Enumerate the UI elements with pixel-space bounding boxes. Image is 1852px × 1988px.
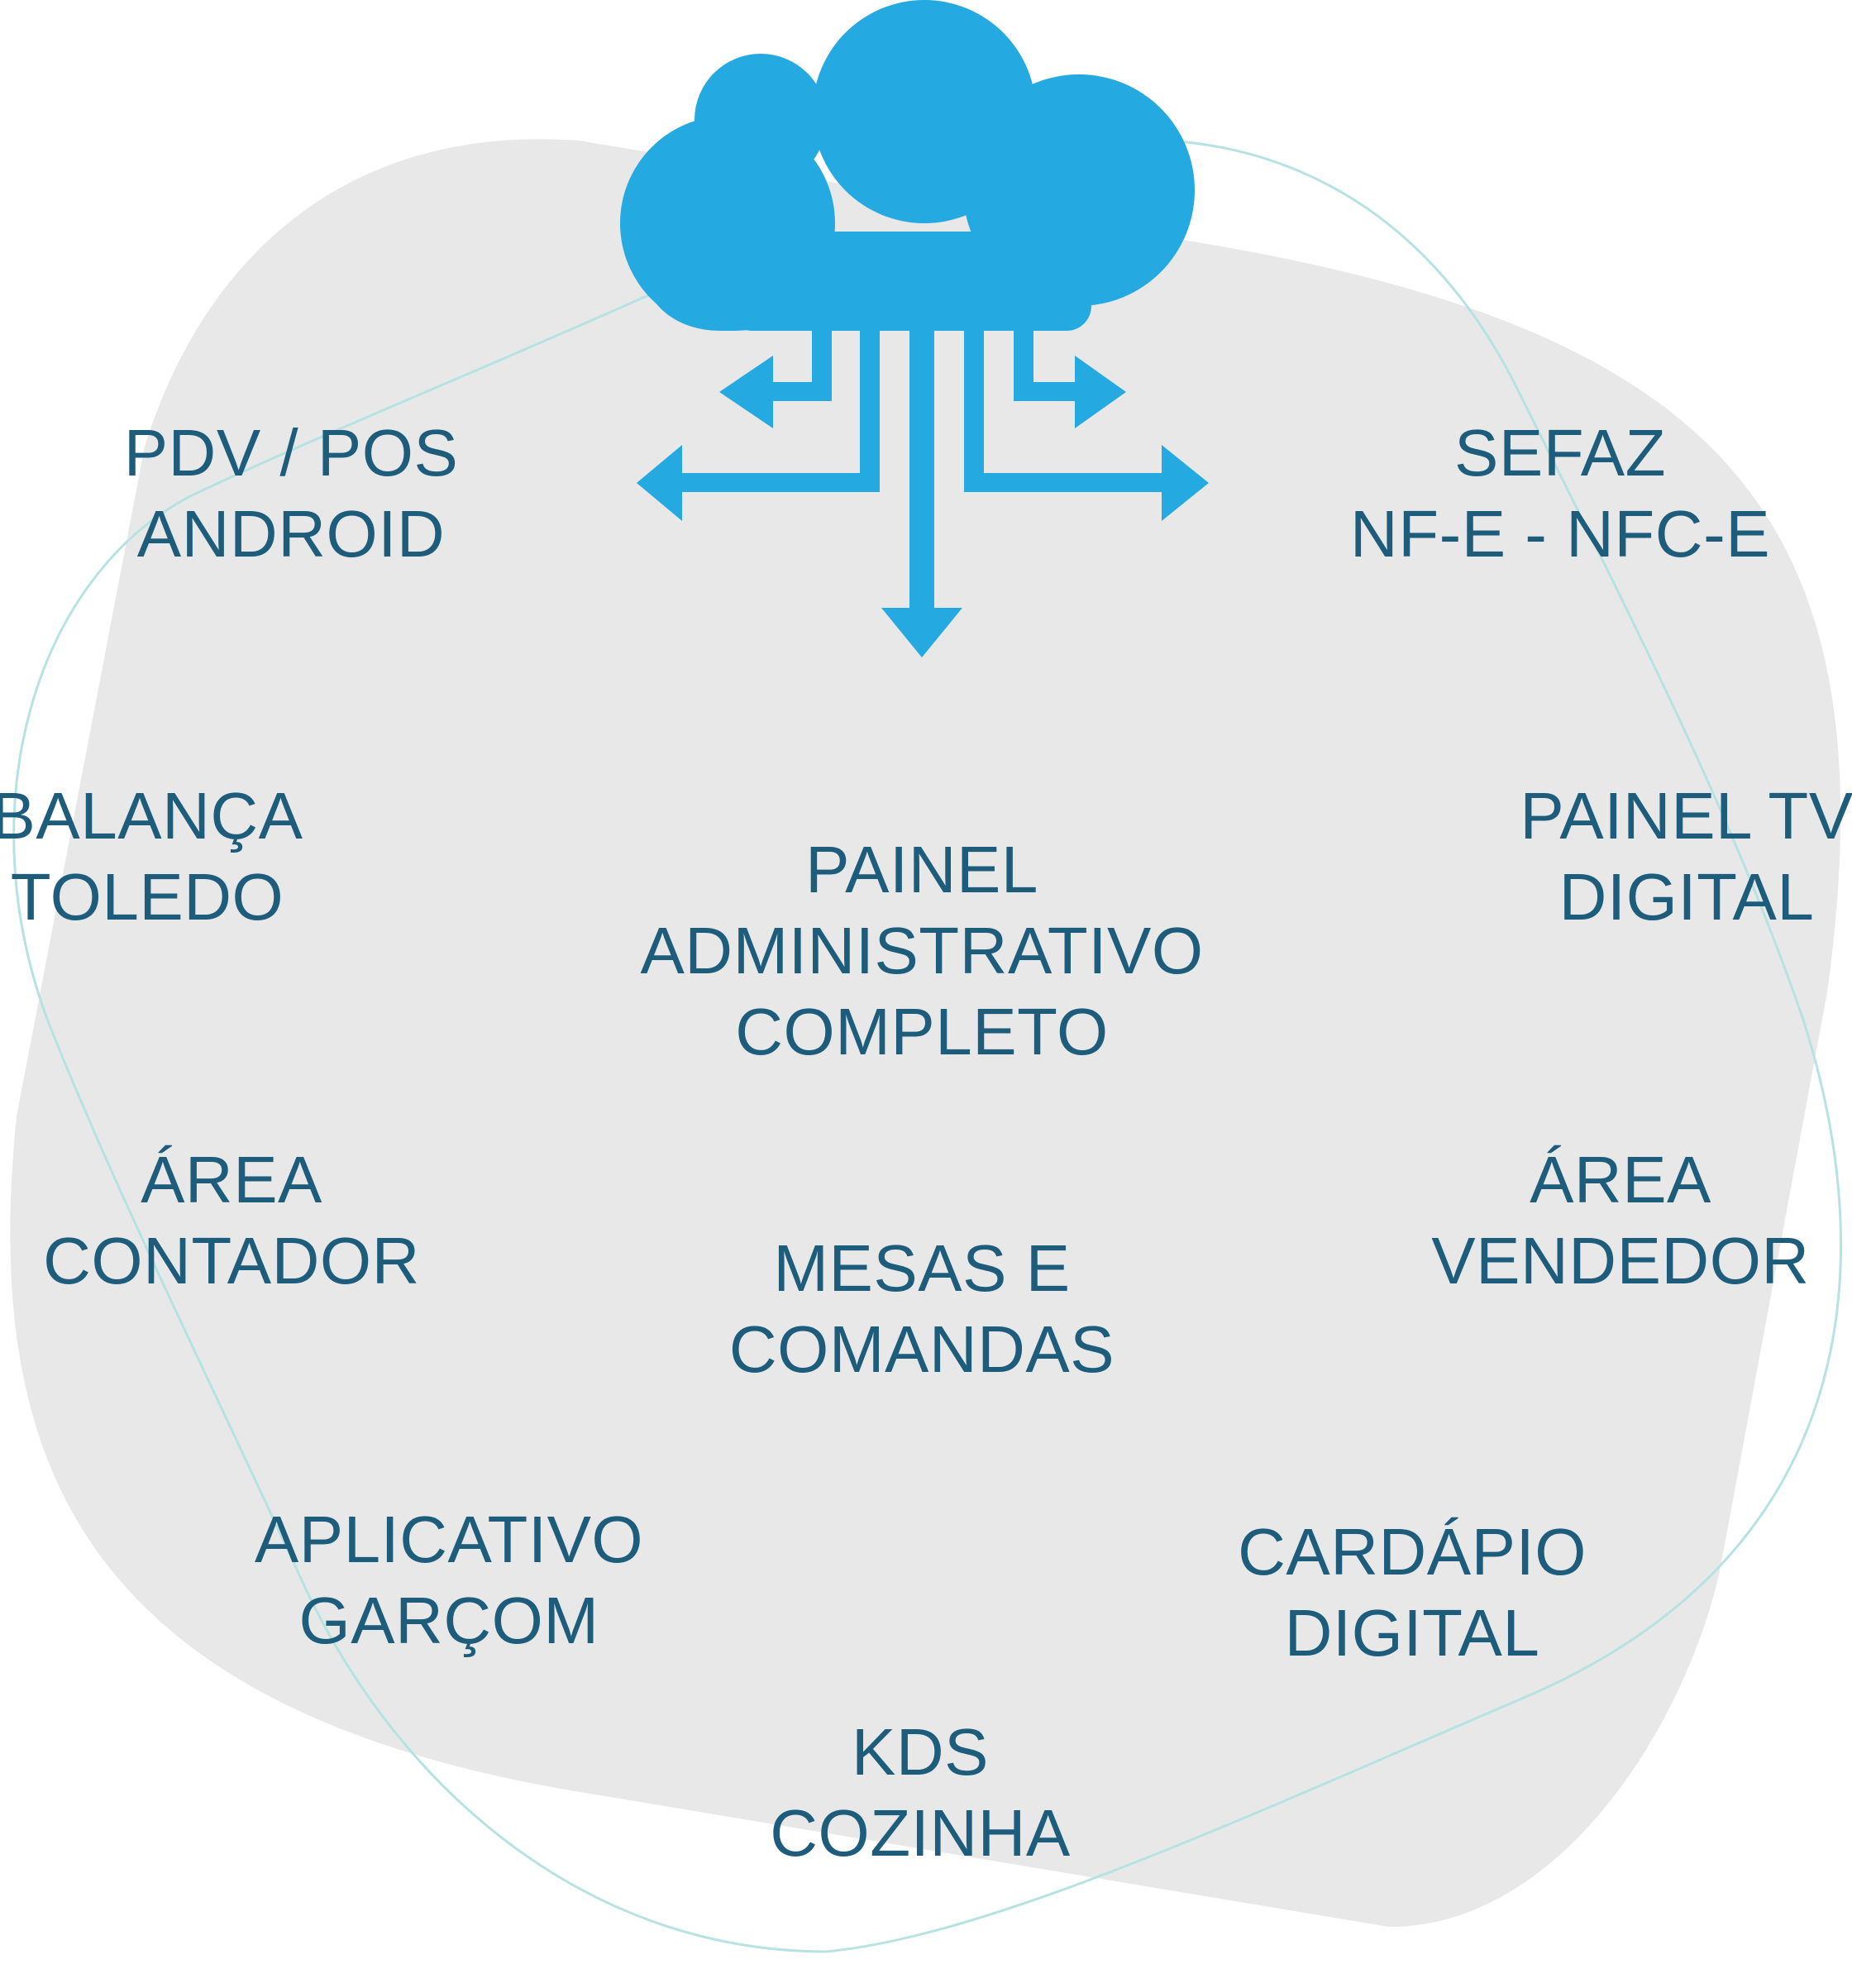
node-label-line: VENDEDOR (1431, 1224, 1810, 1297)
node-label-line: KDS (852, 1715, 989, 1789)
node-painel-tv-digital: PAINEL TV DIGITAL (1520, 776, 1852, 938)
node-label-line: SEFAZ (1454, 416, 1666, 490)
node-kds-cozinha: KDS COZINHA (770, 1712, 1071, 1874)
node-label-line: ANDROID (136, 497, 446, 571)
node-label-line: PDV / POS (123, 416, 459, 490)
node-label-line: COMANDAS (728, 1312, 1115, 1386)
node-label-line: CONTADOR (43, 1224, 420, 1297)
node-label-line: PAINEL TV (1520, 779, 1852, 853)
node-mesas-comandas: MESAS E COMANDAS (729, 1228, 1115, 1390)
node-balanca-toledo: BALANÇA TOLEDO (0, 776, 303, 938)
node-label-line: COMPLETO (735, 995, 1109, 1068)
node-label-line: NF-E - NFC-E (1349, 497, 1771, 571)
background-blob (10, 139, 1841, 1927)
node-sefaz: SEFAZ NF-E - NFC-E (1350, 413, 1770, 575)
node-label-line: MESAS E (773, 1231, 1071, 1305)
node-aplicativo-garcom: APLICATIVO GARÇOM (255, 1499, 643, 1661)
node-label-line: COZINHA (770, 1796, 1071, 1870)
node-cardapio-digital: CARDÁPIO DIGITAL (1238, 1512, 1587, 1674)
node-label-line: APLICATIVO (254, 1503, 644, 1576)
node-label-line: DIGITAL (1558, 860, 1815, 934)
node-painel-administrativo: PAINEL ADMINISTRATIVO COMPLETO (640, 829, 1203, 1073)
node-label-line: DIGITAL (1284, 1596, 1540, 1670)
node-pdv-pos-android: PDV / POS ANDROID (124, 413, 459, 575)
node-label-line: PAINEL (805, 833, 1038, 906)
node-label-line: GARÇOM (298, 1584, 599, 1657)
node-label-line: ÁREA (1530, 1143, 1711, 1216)
arrows-outward-icon (637, 329, 1209, 657)
node-label-line: ÁREA (141, 1143, 322, 1216)
node-label-line: ADMINISTRATIVO (640, 914, 1204, 987)
outline-shape (12, 138, 1843, 1953)
node-label-line: CARDÁPIO (1238, 1515, 1587, 1589)
node-label-line: TOLEDO (10, 860, 284, 934)
node-label-line: BALANÇA (0, 779, 303, 853)
node-area-vendedor: ÁREA VENDEDOR (1431, 1140, 1809, 1302)
node-area-contador: ÁREA CONTADOR (43, 1140, 420, 1302)
cloud-icon (620, 0, 1195, 331)
